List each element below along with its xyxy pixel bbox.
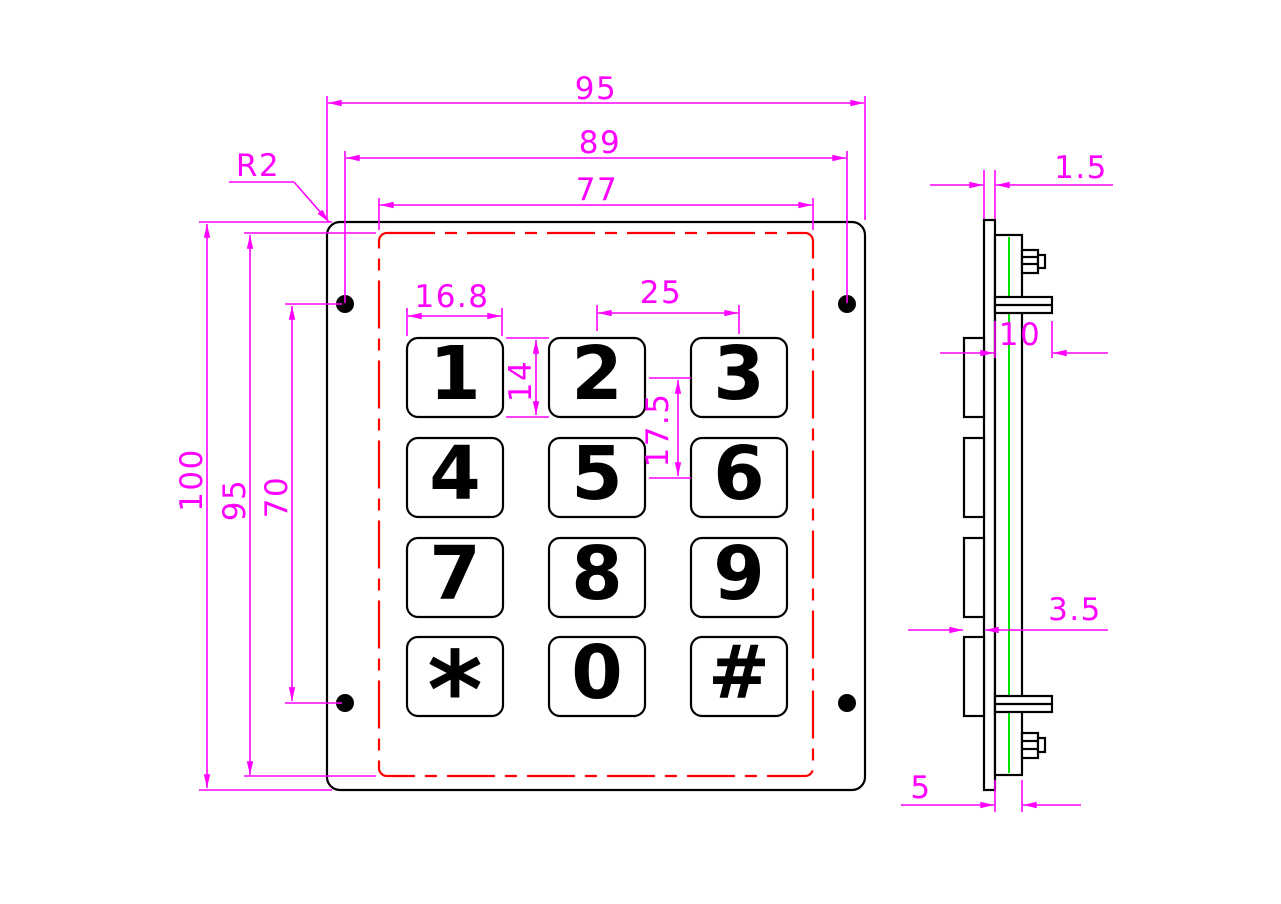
key-2: 2 <box>547 331 647 419</box>
dim-hole-spacing-vertical: 70 <box>259 303 342 704</box>
dim-key-pitch-vertical-label: 17.5 <box>640 392 676 467</box>
side-standoff-bottom <box>993 694 1054 714</box>
mounting-hole-top-left <box>336 295 354 313</box>
side-key-row-2 <box>962 436 986 519</box>
dim-panel-thickness-label: 1.5 <box>1054 150 1108 186</box>
side-screw-nut-bottom <box>1020 731 1047 760</box>
cutout-centerline <box>377 231 815 778</box>
dim-overall-width: 95 <box>326 71 866 220</box>
dim-key-height-label: 14 <box>503 360 539 402</box>
mounting-hole-bottom-right <box>838 694 856 712</box>
dim-key-height: 14 <box>503 337 549 418</box>
front-dimensions: 95 89 77 R2 100 <box>174 71 866 791</box>
key-1: 1 <box>405 331 505 419</box>
key-star-label: * <box>427 629 482 752</box>
key-3: 3 <box>689 331 789 419</box>
dim-key-pitch-vertical: 17.5 <box>640 377 691 479</box>
key-5-label: 5 <box>571 431 623 517</box>
dim-rear-depth: 5 <box>901 770 1081 812</box>
dim-mounting-depth-label: 10 <box>999 317 1041 353</box>
key-hash-label: # <box>708 630 770 716</box>
dim-overall-height-label: 100 <box>174 448 210 512</box>
key-9-label: 9 <box>713 531 765 617</box>
dim-key-protrusion: 3.5 <box>908 592 1108 634</box>
radius-callout: R2 <box>229 148 330 223</box>
side-view <box>962 218 1054 792</box>
key-7: 7 <box>405 531 505 619</box>
side-key-row-4 <box>962 635 986 718</box>
side-panel-plate <box>982 218 997 792</box>
side-key-row-1 <box>962 336 986 419</box>
mounting-hole-bottom-left <box>336 694 354 712</box>
side-standoff-top <box>993 295 1054 315</box>
dim-cutout-width-label: 77 <box>576 172 618 208</box>
key-0-label: 0 <box>571 630 623 716</box>
key-9: 9 <box>689 531 789 619</box>
dim-corner-radius-label: R2 <box>236 148 280 184</box>
dim-cutout-height: 95 <box>217 232 376 777</box>
key-8: 8 <box>547 531 647 619</box>
key-3-label: 3 <box>713 331 765 417</box>
front-view: 1 2 3 4 5 6 7 <box>325 220 867 792</box>
key-5: 5 <box>547 431 647 519</box>
key-hash: # <box>689 630 789 718</box>
key-4-label: 4 <box>429 431 481 517</box>
side-key-row-3 <box>962 536 986 619</box>
dim-rear-depth-label: 5 <box>910 770 931 806</box>
dim-overall-height: 100 <box>174 221 332 791</box>
dim-key-width: 16.8 <box>406 279 503 336</box>
side-dimensions: 1.5 10 3.5 5 <box>901 150 1113 812</box>
key-8-label: 8 <box>571 531 623 617</box>
dim-mounting-depth: 10 <box>940 317 1108 358</box>
keypad-keys: 1 2 3 4 5 6 7 <box>405 331 789 752</box>
key-star: * <box>405 629 505 752</box>
dim-key-protrusion-label: 3.5 <box>1048 592 1102 628</box>
dim-hole-spacing-vertical-label: 70 <box>259 476 295 518</box>
key-1-label: 1 <box>429 331 481 417</box>
dim-hole-spacing-horizontal-label: 89 <box>579 125 621 161</box>
dim-cutout-width: 77 <box>378 172 814 230</box>
dim-hole-spacing-horizontal: 89 <box>344 125 848 303</box>
key-6: 6 <box>689 431 789 519</box>
mounting-hole-top-right <box>838 295 856 313</box>
key-0: 0 <box>547 630 647 718</box>
dim-overall-width-label: 95 <box>575 71 617 107</box>
dim-key-pitch-horizontal: 25 <box>596 275 740 334</box>
key-6-label: 6 <box>713 431 765 517</box>
dim-panel-thickness: 1.5 <box>930 150 1113 219</box>
side-screw-nut-top <box>1020 248 1047 275</box>
dim-key-pitch-horizontal-label: 25 <box>640 275 682 311</box>
key-4: 4 <box>405 431 505 519</box>
key-7-label: 7 <box>429 531 481 617</box>
dim-key-width-label: 16.8 <box>414 279 489 315</box>
dim-cutout-height-label: 95 <box>217 479 253 521</box>
key-2-label: 2 <box>571 331 623 417</box>
